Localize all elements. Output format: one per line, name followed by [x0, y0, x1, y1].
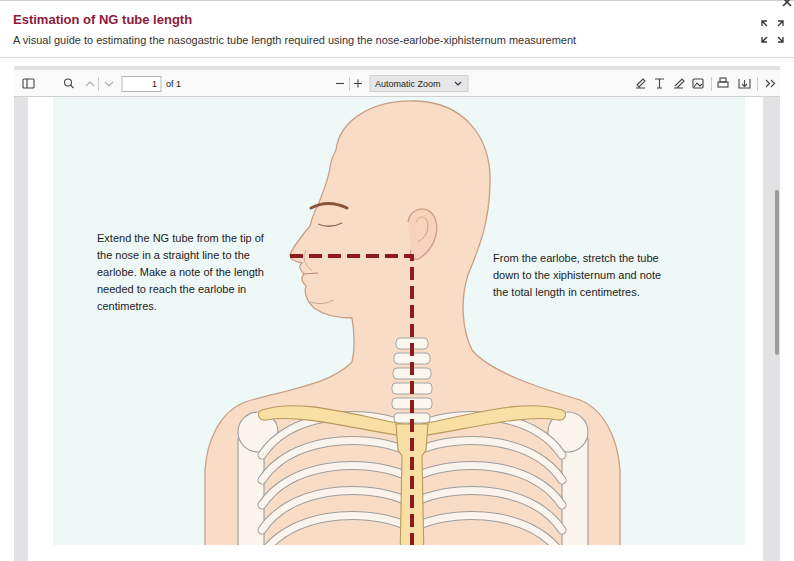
subtitle: A visual guide to estimating the nasogas…: [13, 34, 576, 46]
instruction-text: Extend the NG tube from the tip of the n…: [97, 230, 279, 315]
page: [28, 97, 763, 561]
scrollbar: [775, 190, 779, 355]
chevron: [455, 82, 461, 85]
toolbar-border: [14, 96, 780, 97]
page-input: [122, 77, 161, 92]
title: Estimation of NG tube length: [13, 12, 192, 27]
instruction-text: From the earlobe, stretch the tube down …: [493, 250, 675, 301]
divider: [0, 57, 794, 58]
measurement-line: [290, 256, 412, 545]
close-icon: [783, 0, 791, 6]
viewer: [14, 66, 780, 561]
zoom-select: [370, 76, 468, 92]
toolbar-icons: [23, 77, 362, 91]
toolbar-icons: [636, 77, 775, 91]
zoom-label: Automatic Zoom: [375, 78, 441, 90]
page-number: 1: [124, 78, 157, 90]
page-count: of 1: [166, 78, 181, 90]
border: [0, 0, 794, 1]
toolbar: [14, 70, 780, 97]
expand-icon: [762, 21, 783, 42]
anatomy-figure: [205, 101, 620, 545]
